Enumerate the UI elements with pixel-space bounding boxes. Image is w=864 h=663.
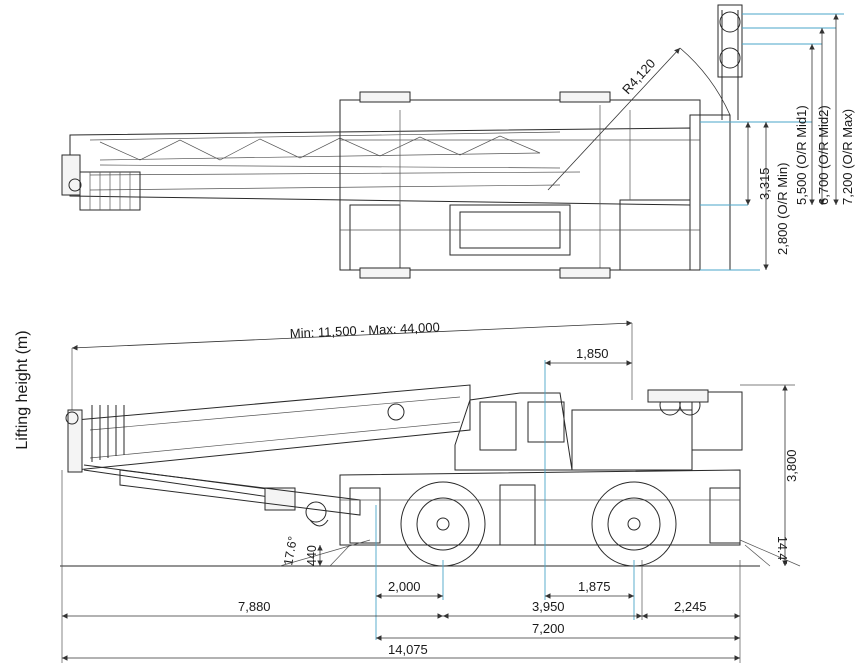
dim-3950: 3,950 xyxy=(532,599,565,614)
ground-clearance: 440 xyxy=(305,545,319,566)
dim-7200-or-max: 7,200 (O/R Max) xyxy=(840,109,855,205)
side-view-counterweight xyxy=(571,389,743,471)
dim-7200: 7,200 xyxy=(532,621,565,636)
dim-2245: 2,245 xyxy=(674,599,707,614)
dim-1875: 1,875 xyxy=(578,579,611,594)
approach-angle: 17.6° xyxy=(281,535,300,566)
outrigger-mast xyxy=(700,4,844,271)
side-view-carrier xyxy=(339,469,741,546)
side-view-dimensions: 1,850 3,800 17.6° 440 14.4° 2,000 1,875 … xyxy=(61,346,799,661)
dim-2000: 2,000 xyxy=(388,579,421,594)
boom-range-label: Min: 11,500 - Max: 44,000 xyxy=(289,319,440,341)
top-view-boom xyxy=(69,127,691,206)
dim-3800: 3,800 xyxy=(784,449,799,482)
dim-14075: 14,075 xyxy=(388,642,428,657)
side-view-cab xyxy=(454,392,573,471)
dim-1850: 1,850 xyxy=(576,346,609,361)
side-view-wheels xyxy=(400,481,677,567)
dim-2800-or-min: 2,800 (O/R Min) xyxy=(775,163,790,255)
departure-angle: 14.4° xyxy=(775,536,789,565)
side-view-boom xyxy=(65,384,471,527)
dim-6700-or-mid2: 6,700 (O/R Mid2) xyxy=(816,105,831,205)
boom-range-dimension: Min: 11,500 - Max: 44,000 xyxy=(71,319,633,420)
tail-swing-radius: R4,120 xyxy=(547,47,731,191)
dim-7880: 7,880 xyxy=(238,599,271,614)
radius-label: R4,120 xyxy=(619,56,658,97)
top-view-boom-head xyxy=(61,154,141,211)
approach-angle-line xyxy=(329,544,771,567)
top-view: R4,120 3,315 2,800 (O/R Min) 5,500 (O/R … xyxy=(61,4,855,279)
top-view-dimensions: 3,315 2,800 (O/R Min) 5,500 (O/R Mid1) 6… xyxy=(745,14,855,270)
dim-3315: 3,315 xyxy=(757,167,772,200)
dim-5500-or-mid1: 5,500 (O/R Mid1) xyxy=(794,105,809,205)
side-view: Min: 11,500 - Max: 44,000 xyxy=(60,319,801,663)
